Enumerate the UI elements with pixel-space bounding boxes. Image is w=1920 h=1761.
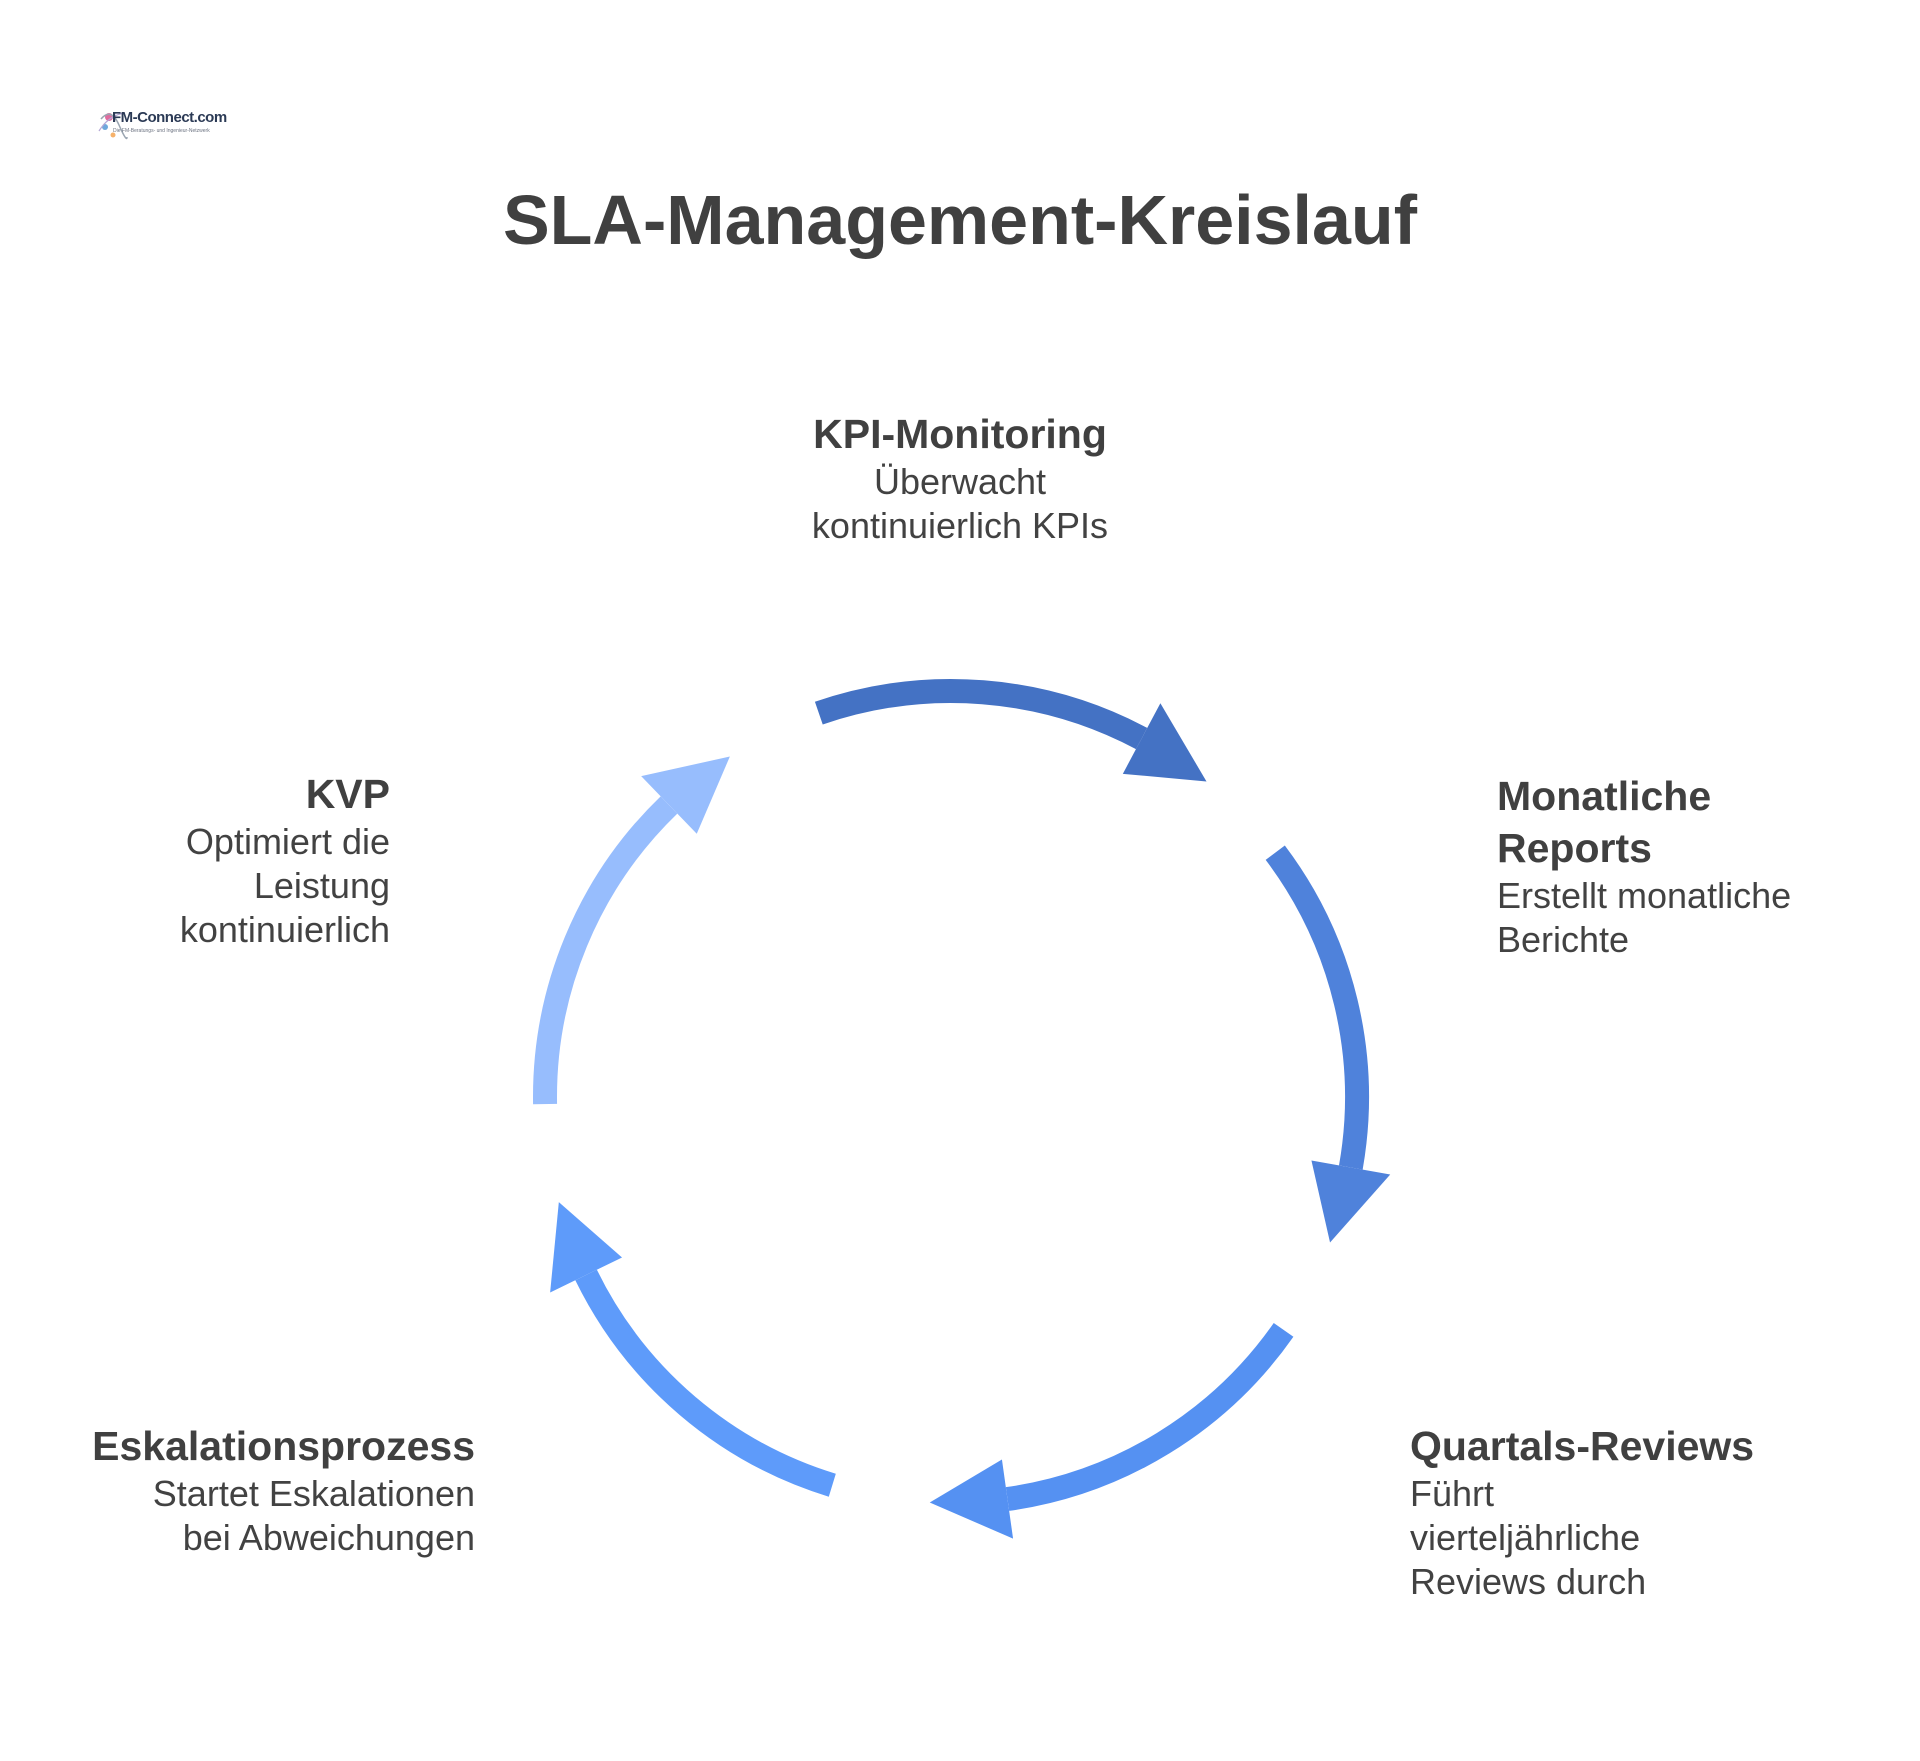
logo-text: FM-Connect.com: [112, 109, 227, 126]
step-description-line: Leistung: [253, 865, 390, 906]
step-eskalationsprozess: Eskalationsprozess Startet Eskalationen …: [60, 1420, 475, 1560]
step-description-line: Optimiert die: [185, 821, 390, 862]
cycle-arrow-arc: [814, 679, 1148, 750]
cycle-arrowhead-icon: [1311, 1160, 1391, 1243]
cycle-arrow-arc: [1005, 1322, 1294, 1511]
step-description-line: Reviews durch: [1410, 1561, 1647, 1602]
step-description-line: Erstellt monatliche: [1497, 875, 1792, 916]
cycle-arrowhead-icon: [1122, 703, 1207, 782]
step-heading: KVP: [305, 771, 390, 817]
step-description-line: bei Abweichungen: [182, 1517, 475, 1558]
logo: FM-Connect.com Die FM-Beratungs- und Ing…: [97, 97, 227, 147]
page-title: SLA-Management-Kreislauf: [502, 181, 1418, 259]
step-heading: Reports: [1497, 825, 1652, 871]
step-heading: Quartals-Reviews: [1410, 1423, 1755, 1469]
cycle-arrowhead-icon: [641, 756, 730, 834]
step-monatliche-reports: Monatliche Reports Erstellt monatliche B…: [1497, 770, 1897, 962]
logo-subtext: Die FM-Beratungs- und Ingenieur-Netzwerk: [113, 128, 210, 134]
logo-mark-icon: [98, 112, 128, 140]
step-heading: Eskalationsprozess: [92, 1423, 475, 1469]
step-description-line: kontinuierlich: [179, 909, 390, 950]
step-quartals-reviews: Quartals-Reviews Führt vierteljährliche …: [1410, 1420, 1830, 1604]
step-description-line: Startet Eskalationen: [152, 1473, 475, 1514]
step-description-line: kontinuierlich KPIs: [811, 505, 1109, 546]
step-kpi-monitoring: KPI-Monitoring Überwacht kontinuierlich …: [740, 408, 1180, 548]
step-kvp: KVP Optimiert die Leistung kontinuierlic…: [60, 768, 390, 952]
cycle-arrow-arc: [575, 1269, 836, 1497]
cycle-arrowhead-icon: [929, 1459, 1014, 1539]
step-heading: KPI-Monitoring: [813, 411, 1107, 457]
step-description-line: Berichte: [1497, 919, 1630, 960]
cycle-arrowhead-icon: [550, 1202, 623, 1293]
cycle-arrow-arc: [533, 796, 678, 1105]
step-heading: Monatliche: [1497, 773, 1712, 819]
step-description-line: Überwacht: [873, 461, 1047, 502]
step-description-line: Führt: [1410, 1473, 1495, 1514]
cycle-arrow-arc: [1265, 845, 1369, 1170]
step-description-line: vierteljährliche: [1410, 1517, 1641, 1558]
